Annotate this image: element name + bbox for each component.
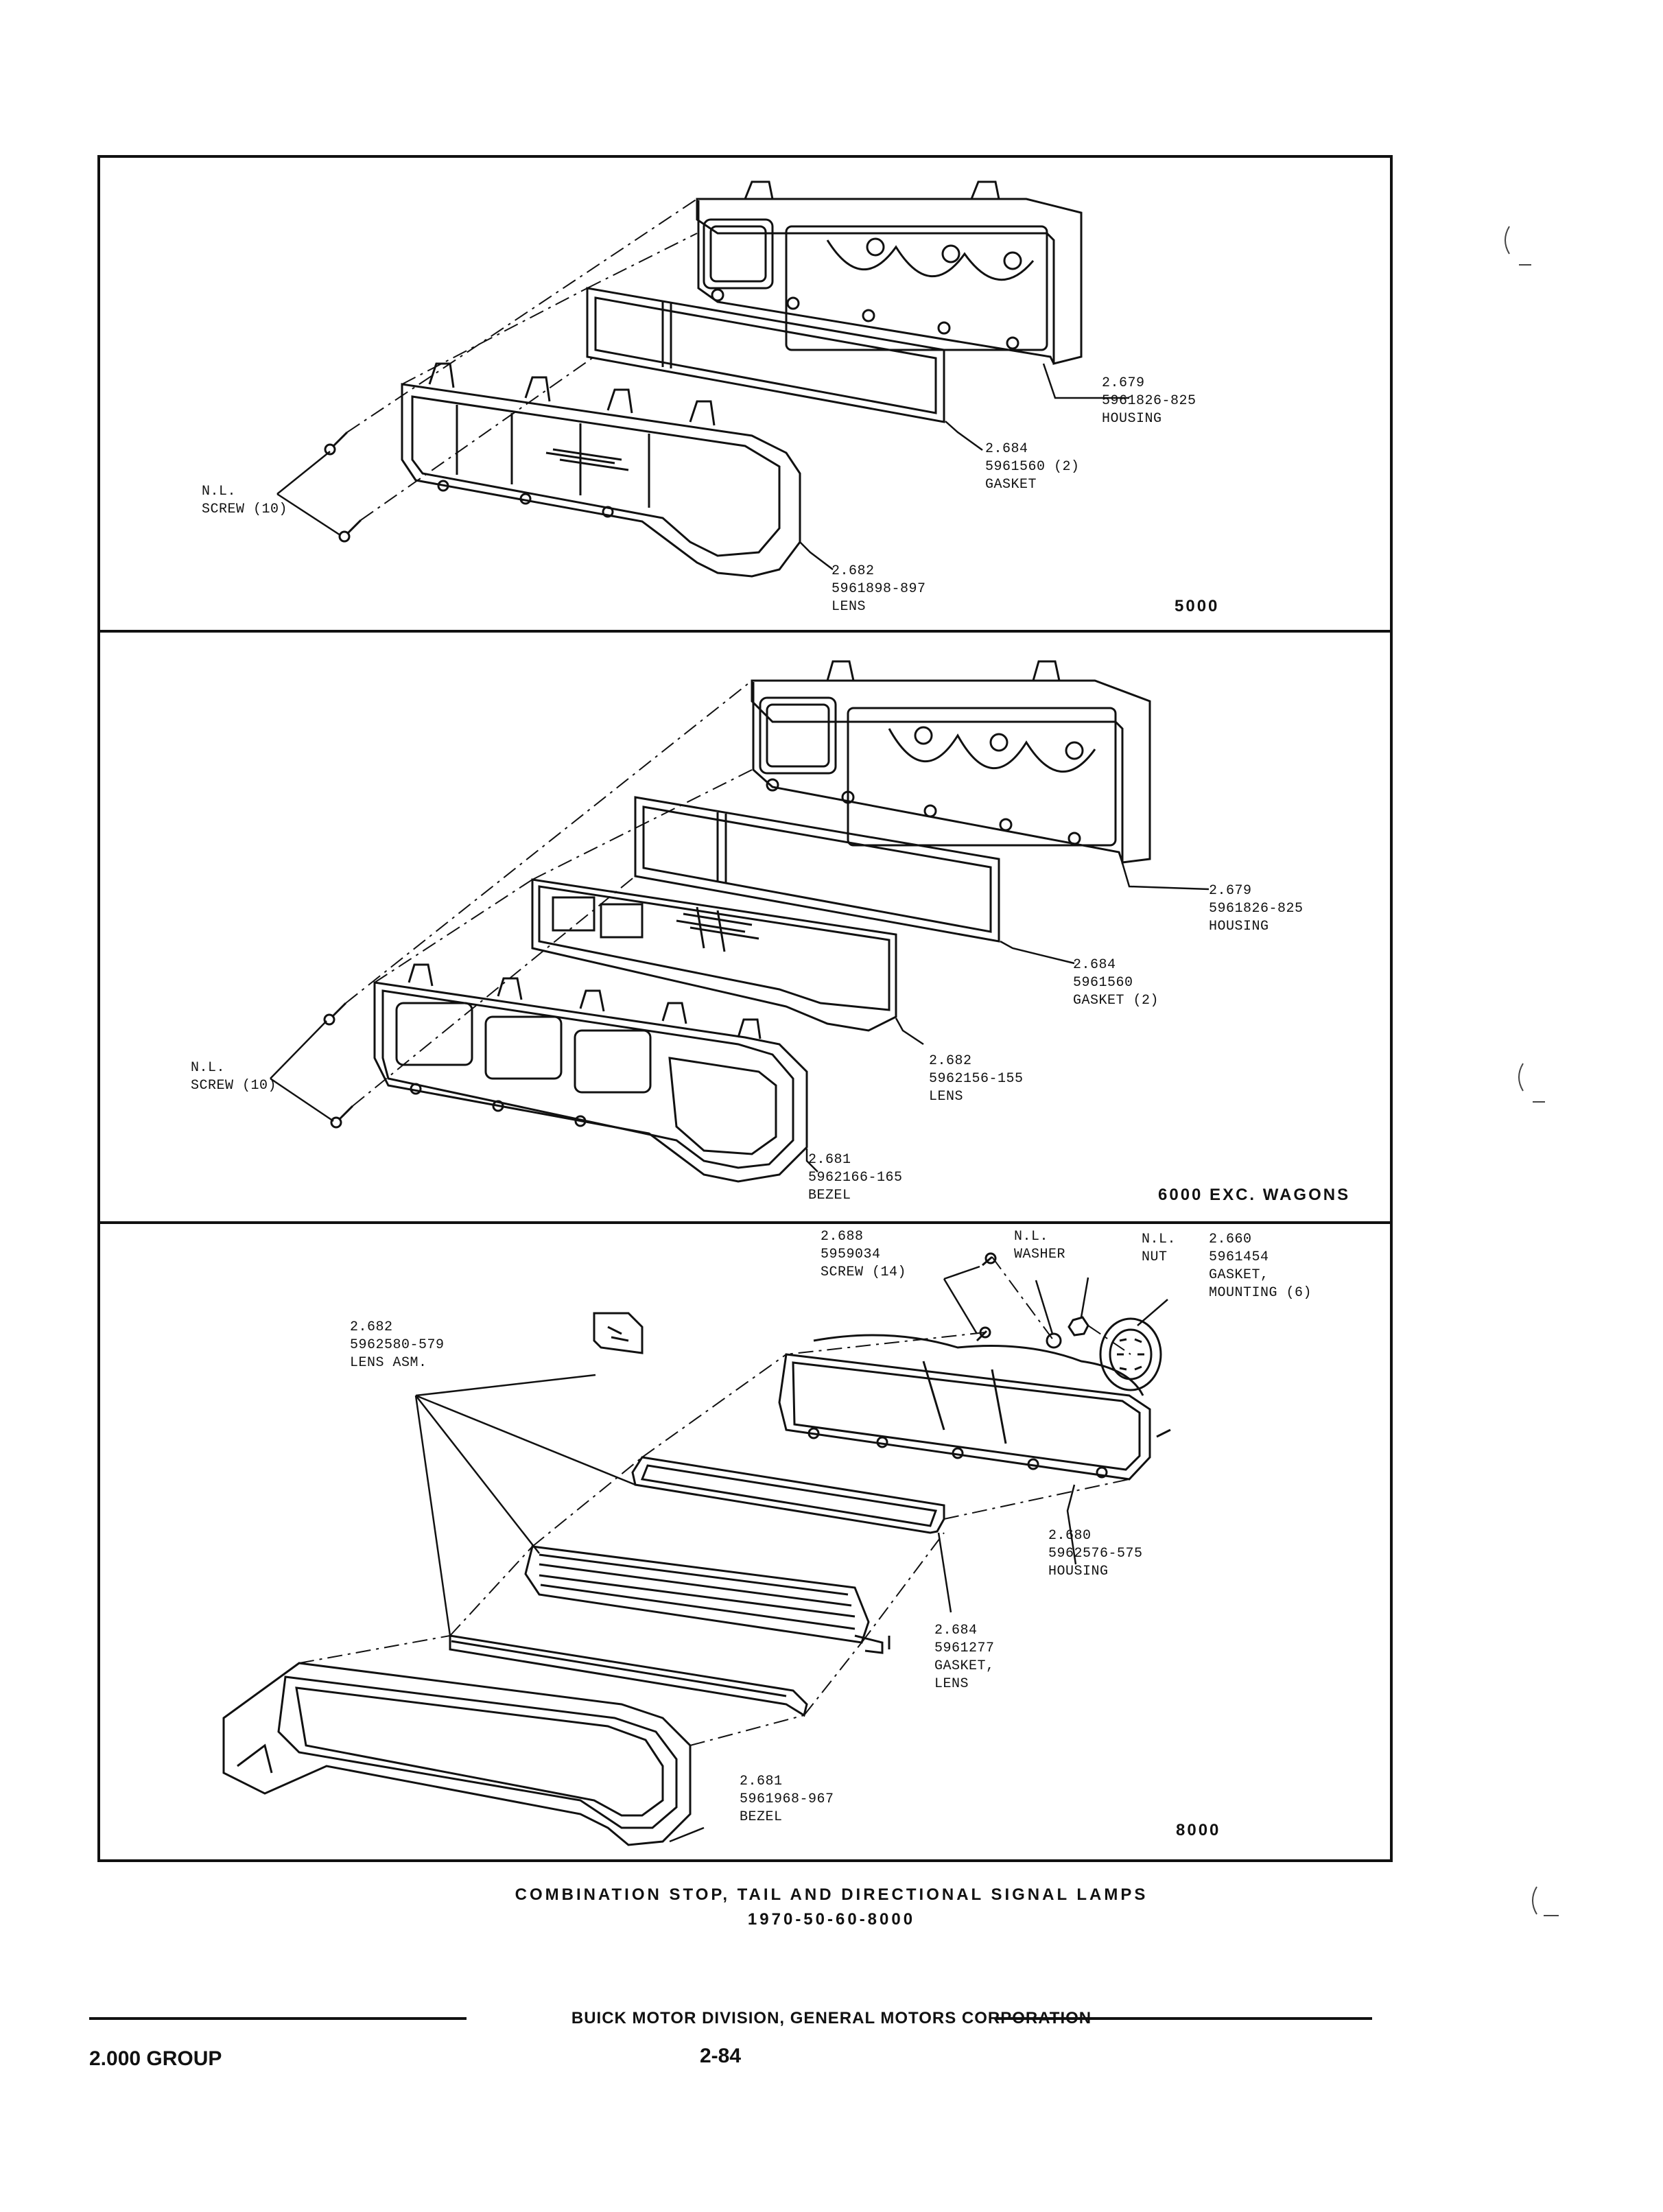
footer-group: 2.000 GROUP bbox=[89, 2047, 222, 2070]
panel-6000: 2.679 5961826-825 HOUSING 2.684 5961560 … bbox=[100, 633, 1390, 1224]
label-mounting-gasket-8000: 2.660 5961454 GASKET, MOUNTING (6) bbox=[1209, 1232, 1312, 1301]
label-lens-5000: 2.682 5961898-897 LENS bbox=[832, 563, 926, 615]
screw-part bbox=[323, 1002, 354, 1129]
label-nut-8000: N.L. NUT bbox=[1142, 1232, 1177, 1265]
model-label-5000: 5000 bbox=[1175, 597, 1220, 615]
panel-8000: 2.688 5959034 SCREW (14) N.L. WASHER N.L… bbox=[100, 1224, 1390, 1859]
exploded-view-8000 bbox=[222, 1252, 1171, 1846]
exploded-view-6000 bbox=[270, 660, 1210, 1183]
housing-part bbox=[778, 1334, 1171, 1481]
label-lens-6000: 2.682 5962156-155 LENS bbox=[929, 1053, 1024, 1105]
footer-rule-left bbox=[89, 2017, 467, 2020]
lens-piece-part bbox=[593, 1312, 644, 1354]
margin-mark-middle bbox=[1518, 1063, 1545, 1103]
margin-mark-top bbox=[1505, 226, 1531, 266]
figure-title: COMBINATION STOP, TAIL AND DIRECTIONAL S… bbox=[515, 1885, 1148, 1904]
lens-part bbox=[401, 362, 801, 578]
label-bezel-8000: 2.681 5961968-967 BEZEL bbox=[740, 1774, 834, 1825]
margin-mark-bottom bbox=[1532, 1886, 1559, 1916]
lens-asm-part bbox=[524, 1545, 891, 1654]
gasket-part bbox=[586, 287, 945, 423]
label-housing-5000: 2.679 5961826-825 HOUSING bbox=[1102, 375, 1196, 427]
label-screw-8000: 2.688 5959034 SCREW (14) bbox=[821, 1229, 907, 1280]
nut-part bbox=[1068, 1316, 1089, 1337]
housing-part bbox=[751, 660, 1151, 864]
lens-part bbox=[531, 878, 897, 1032]
label-screw-5000: N.L. SCREW (10) bbox=[202, 484, 288, 517]
label-washer-8000: N.L. WASHER bbox=[1014, 1229, 1066, 1262]
screw-part bbox=[324, 431, 362, 543]
housing-part bbox=[696, 180, 1083, 365]
label-screw-6000: N.L. SCREW (10) bbox=[191, 1060, 277, 1094]
exploded-view-5000 bbox=[276, 180, 1129, 578]
label-gasket-6000: 2.684 5961560 GASKET (2) bbox=[1073, 957, 1159, 1009]
bezel-part bbox=[373, 963, 808, 1183]
footer-division: BUICK MOTOR DIVISION, GENERAL MOTORS COR… bbox=[571, 2009, 1092, 2027]
washer-part bbox=[1046, 1332, 1062, 1349]
model-label-8000: 8000 bbox=[1176, 1821, 1221, 1839]
bezel-part bbox=[222, 1662, 692, 1846]
lens-gasket-part bbox=[631, 1456, 945, 1534]
label-gasket-5000: 2.684 5961560 (2) GASKET bbox=[985, 441, 1080, 493]
footer-rule-right bbox=[995, 2017, 1372, 2020]
page-number: 2-84 bbox=[700, 2045, 742, 2067]
diagram-frame: 2.679 5961826-825 HOUSING 2.684 5961560 … bbox=[97, 155, 1393, 1862]
panel-5000: 2.679 5961826-825 HOUSING 2.684 5961560 … bbox=[100, 158, 1390, 633]
label-housing-6000: 2.679 5961826-825 HOUSING bbox=[1209, 883, 1304, 934]
label-lens-asm-8000: 2.682 5962580-579 LENS ASM. bbox=[350, 1319, 445, 1371]
figure-subtitle: 1970-50-60-8000 bbox=[747, 1910, 916, 1929]
label-lens-gasket-8000: 2.684 5961277 GASKET, LENS bbox=[934, 1623, 995, 1692]
model-label-6000: 6000 EXC. WAGONS bbox=[1158, 1186, 1351, 1204]
label-bezel-6000: 2.681 5962166-165 BEZEL bbox=[808, 1152, 903, 1203]
gasket-part bbox=[634, 796, 1000, 943]
label-housing-8000: 2.680 5962576-575 HOUSING bbox=[1048, 1528, 1143, 1579]
